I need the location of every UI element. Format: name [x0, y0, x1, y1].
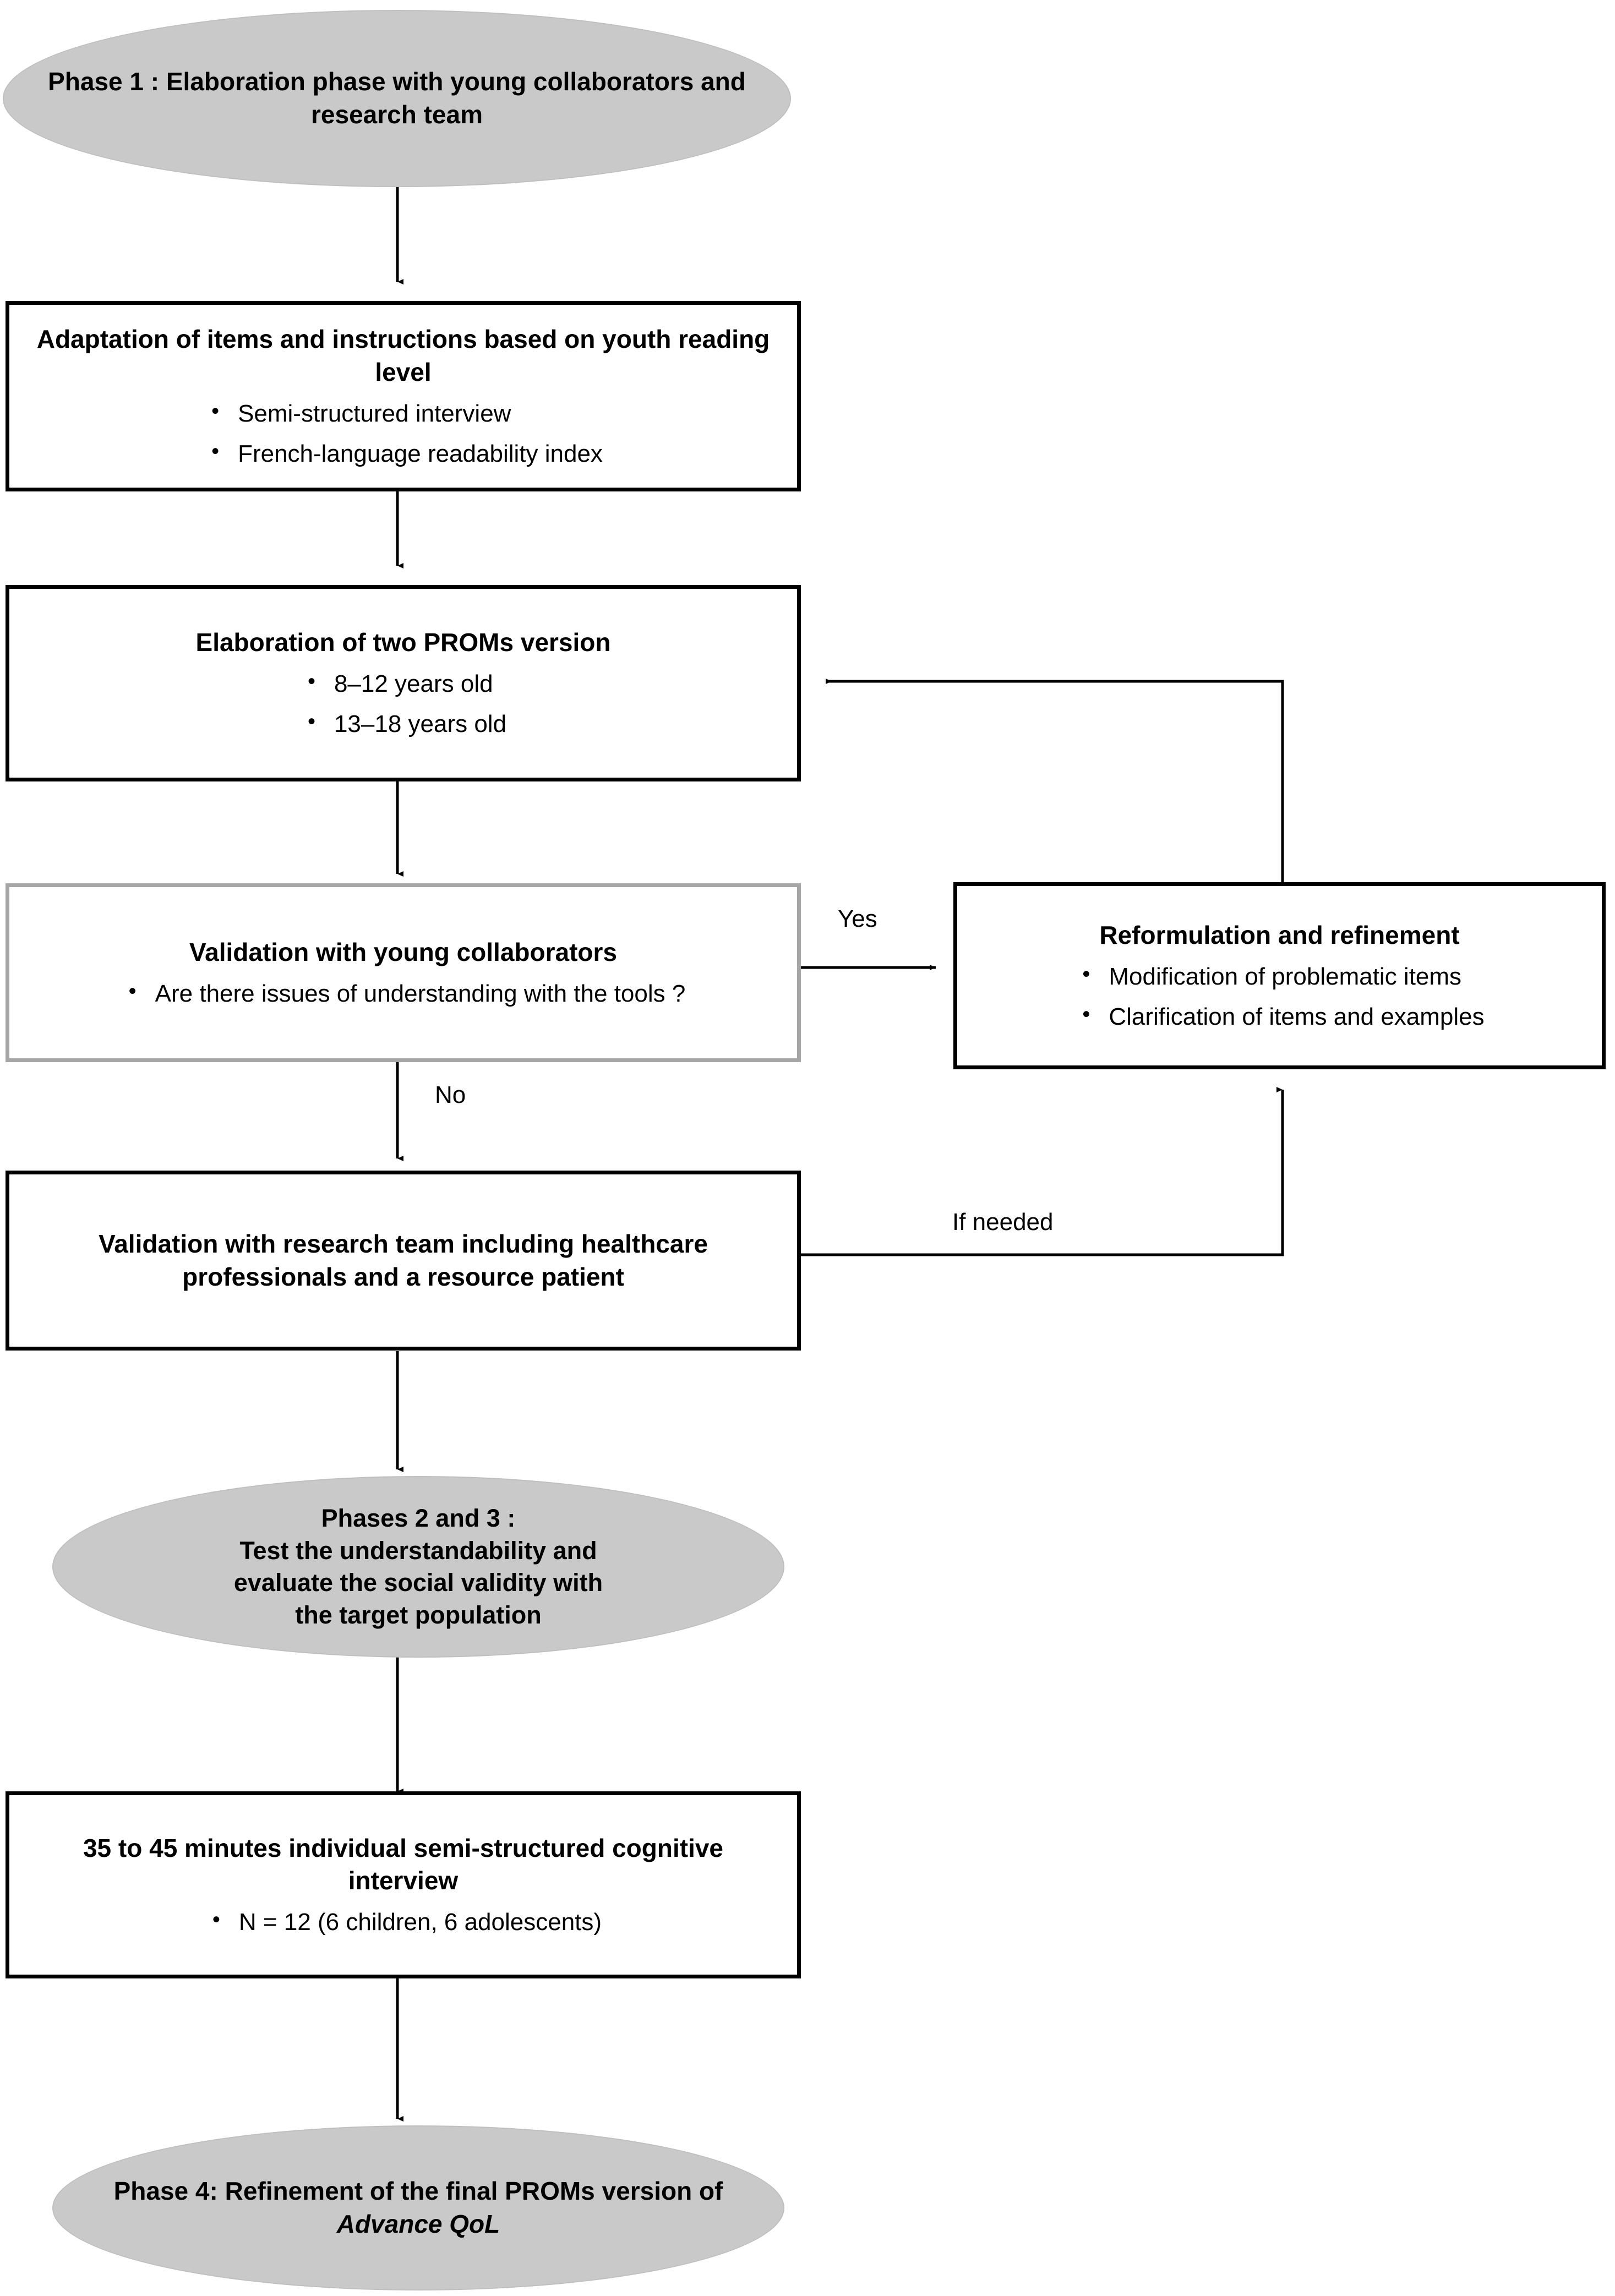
reformulation-bullet-wrap: Modification of problematic items Clarif… — [957, 952, 1602, 1032]
phases23-line4: the target population — [295, 1600, 542, 1629]
interview-bullet-wrap: N = 12 (6 children, 6 adolescents) — [9, 1898, 797, 1938]
node-elaboration: Elaboration of two PROMs version 8–12 ye… — [6, 585, 801, 781]
node-reformulation: Reformulation and refinement Modificatio… — [953, 882, 1606, 1069]
validation-team-title: Validation with research team including … — [99, 1229, 708, 1291]
node-phases23: Phases 2 and 3 : Test the understandabil… — [52, 1476, 784, 1658]
node-validation-young: Validation with young collaborators Are … — [6, 883, 801, 1062]
phases23-title: Phases 2 and 3 : Test the understandabil… — [217, 1502, 619, 1631]
interview-bullets: N = 12 (6 children, 6 adolescents) — [205, 1898, 602, 1938]
edge-label-no: No — [435, 1081, 466, 1108]
phases23-line1: Phases 2 and 3 : — [321, 1504, 516, 1532]
phase4-title-italic: Advance QoL — [336, 2210, 500, 2238]
reformulation-bullets: Modification of problematic items Clarif… — [1074, 952, 1484, 1032]
list-item: 8–12 years old — [300, 667, 506, 699]
validation-young-bullet-wrap: Are there issues of understanding with t… — [9, 969, 797, 1009]
interview-title: 35 to 45 minutes individual semi-structu… — [83, 1833, 724, 1895]
adaptation-bullets: Semi-structured interview French-languag… — [204, 389, 603, 469]
phase4-title: Phase 4: Refinement of the final PROMs v… — [53, 2175, 783, 2241]
list-item: Are there issues of understanding with t… — [121, 977, 686, 1009]
reformulation-title: Reformulation and refinement — [1099, 920, 1460, 949]
edge-label-yes: Yes — [838, 905, 877, 932]
phases23-line2: Test the understandability and — [239, 1536, 597, 1565]
node-validation-team: Validation with research team including … — [6, 1171, 801, 1351]
list-item: 13–18 years old — [300, 707, 506, 740]
adaptation-bullet-wrap: Semi-structured interview French-languag… — [9, 389, 797, 469]
phases23-line3: evaluate the social validity with — [233, 1568, 603, 1597]
edge-label-if-needed: If needed — [952, 1209, 1054, 1236]
validation-young-title: Validation with young collaborators — [189, 938, 617, 966]
elaboration-bullet-wrap: 8–12 years old 13–18 years old — [9, 659, 797, 740]
elaboration-title: Elaboration of two PROMs version — [195, 628, 611, 657]
phase4-title-text: Phase 4: Refinement of the final PROMs v… — [113, 2177, 723, 2206]
node-phase4: Phase 4: Refinement of the final PROMs v… — [52, 2125, 784, 2290]
node-phase1: Phase 1 : Elaboration phase with young c… — [3, 10, 791, 187]
list-item: Modification of problematic items — [1074, 960, 1484, 992]
adaptation-title: Adaptation of items and instructions bas… — [36, 325, 770, 386]
validation-young-bullets: Are there issues of understanding with t… — [121, 969, 686, 1009]
node-interview: 35 to 45 minutes individual semi-structu… — [6, 1791, 801, 1978]
node-adaptation: Adaptation of items and instructions bas… — [6, 301, 801, 491]
list-item: N = 12 (6 children, 6 adolescents) — [205, 1905, 602, 1938]
list-item: Clarification of items and examples — [1074, 1000, 1484, 1032]
elaboration-bullets: 8–12 years old 13–18 years old — [300, 659, 506, 740]
edge-reformulation-to-elaboration-loop — [826, 679, 1284, 885]
list-item: Semi-structured interview — [204, 397, 603, 429]
phase1-title: Phase 1 : Elaboration phase with young c… — [48, 67, 746, 129]
list-item: French-language readability index — [204, 437, 603, 469]
